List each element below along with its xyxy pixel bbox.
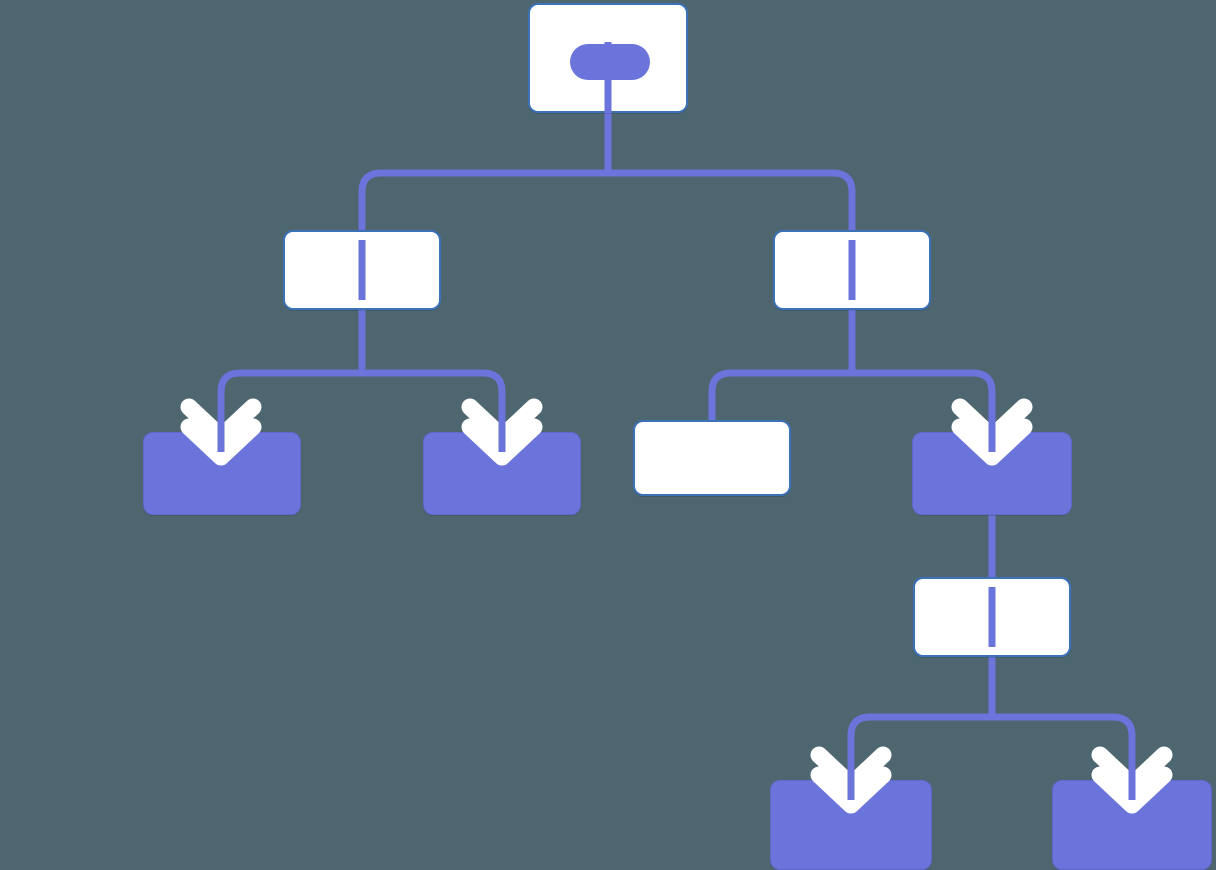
edge-n1-n2 (358, 56, 612, 252)
edge-n3-n7 (852, 369, 996, 452)
edge-n2-n4 (217, 290, 366, 452)
edge-n3-n6 (708, 290, 856, 440)
tree-node-leaf-3[interactable] (633, 420, 791, 496)
edge-n2-n5 (362, 369, 506, 452)
edge-n1-n3 (608, 169, 856, 252)
edge-n8-n9 (847, 640, 996, 800)
edge-n8-n10 (992, 713, 1136, 800)
